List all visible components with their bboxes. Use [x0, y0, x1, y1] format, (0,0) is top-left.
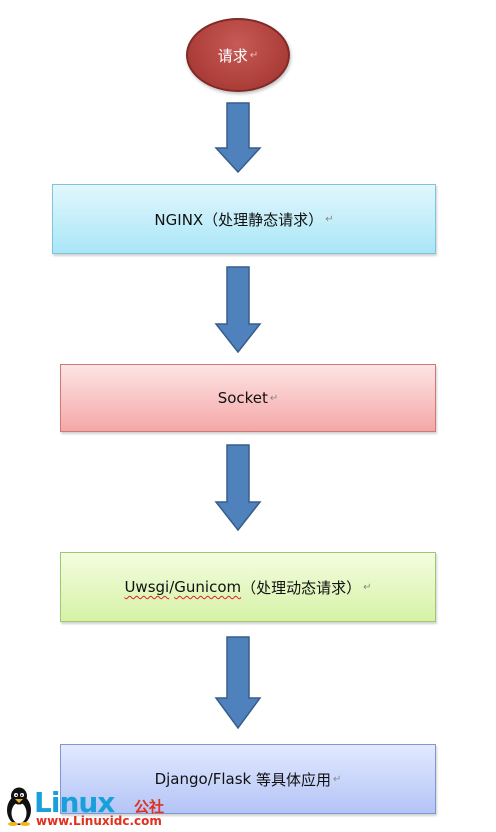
paragraph-mark: ↵ [325, 213, 334, 225]
down-arrow-icon [214, 636, 262, 730]
request-label: 请求 [217, 46, 248, 65]
watermark-brand-cn: 公社 [134, 798, 165, 816]
django-word: Django [154, 770, 208, 788]
uwsgi-separator: / [169, 578, 175, 596]
django-node: Django/Flask 等具体应用↵ [60, 744, 436, 814]
paragraph-mark: ↵ [333, 773, 342, 785]
uwsgi-word: Uwsgi [124, 578, 170, 596]
django-separator: / [207, 770, 213, 788]
gunicom-word: Gunicom [174, 578, 242, 596]
down-arrow-icon [214, 266, 262, 354]
uwsgi-label-rest: （处理动态请求） [241, 578, 362, 597]
down-arrow-icon [214, 444, 262, 532]
nginx-label: NGINX（处理静态请求） [154, 210, 324, 229]
watermark-url: www.Linuxidc.com [36, 814, 162, 828]
request-node: 请求↵ [186, 18, 290, 92]
django-label-rest: 等具体应用 [251, 770, 332, 789]
paragraph-mark: ↵ [269, 392, 279, 404]
uwsgi-node: Uwsgi/Gunicom（处理动态请求）↵ [60, 552, 436, 622]
paragraph-mark: ↵ [249, 49, 259, 61]
socket-node: Socket↵ [60, 364, 436, 432]
nginx-node: NGINX（处理静态请求）↵ [52, 184, 436, 254]
down-arrow-icon [214, 102, 262, 174]
socket-label: Socket [217, 389, 268, 407]
paragraph-mark: ↵ [363, 581, 372, 593]
flask-word: Flask [212, 770, 252, 788]
watermark-brand: Linux [34, 786, 115, 819]
penguin-logo-icon [7, 787, 31, 826]
